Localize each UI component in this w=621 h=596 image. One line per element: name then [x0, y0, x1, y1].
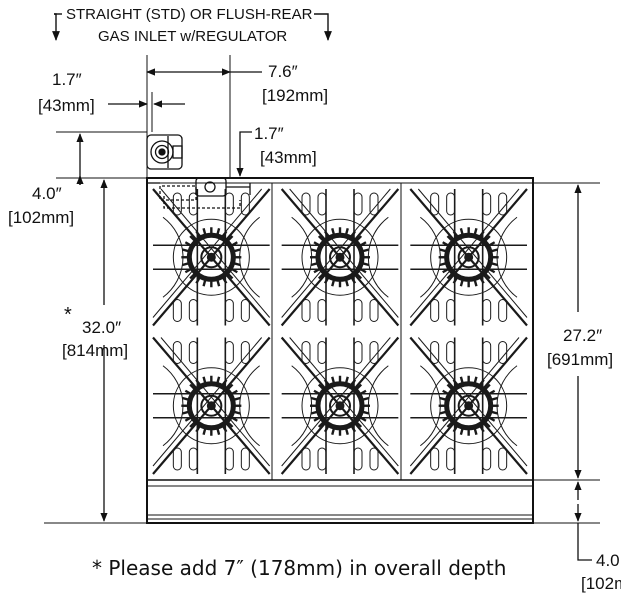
- burner-head: [172, 367, 250, 445]
- burner-grate: [280, 336, 400, 475]
- header-bracket: [52, 13, 332, 41]
- inlet-side-mm: [43mm]: [260, 148, 317, 167]
- range-body: [146, 177, 534, 524]
- grate-grid: [152, 188, 528, 475]
- burner-head: [301, 367, 379, 445]
- burner-grate: [409, 188, 528, 327]
- dimension-lines: [44, 55, 600, 561]
- overall-depth-mm: [814mm]: [62, 341, 129, 360]
- grate-depth-inches: 27.2″: [563, 326, 603, 345]
- burner-head: [430, 367, 508, 445]
- overall-depth-mark: *: [64, 304, 72, 326]
- burner-grate: [152, 188, 271, 327]
- burner-grate: [409, 336, 528, 475]
- gas-inlet-regulator: [146, 134, 251, 209]
- burner-grate: [152, 336, 271, 475]
- inlet-side-inches: 1.7″: [254, 124, 284, 143]
- inlet-header-line1: STRAIGHT (STD) OR FLUSH-REAR: [66, 6, 313, 23]
- overall-depth-inches: 32.0″: [82, 318, 122, 337]
- burner-head: [172, 218, 250, 296]
- burner-head: [301, 218, 379, 296]
- front-rail-mm: [102m: [581, 574, 621, 593]
- grate-depth-mm: [691mm]: [547, 350, 614, 369]
- overall-depth-footnote: * Please add 7″ (178mm) in overall depth: [92, 556, 507, 580]
- inlet-width-inches: 7.6″: [268, 62, 298, 81]
- inlet-header-line2: GAS INLET w/REGULATOR: [98, 28, 288, 45]
- inlet-height-mm: [102mm]: [8, 208, 75, 227]
- burner-grate: [280, 188, 400, 327]
- front-rail-inches: 4.0: [596, 551, 620, 570]
- inlet-offset-inches: 1.7″: [52, 70, 82, 89]
- burner-head: [430, 218, 508, 296]
- inlet-offset-mm: [43mm]: [38, 96, 95, 115]
- inlet-width-mm: [192mm]: [262, 86, 329, 105]
- inlet-height-inches: 4.0″: [32, 184, 62, 203]
